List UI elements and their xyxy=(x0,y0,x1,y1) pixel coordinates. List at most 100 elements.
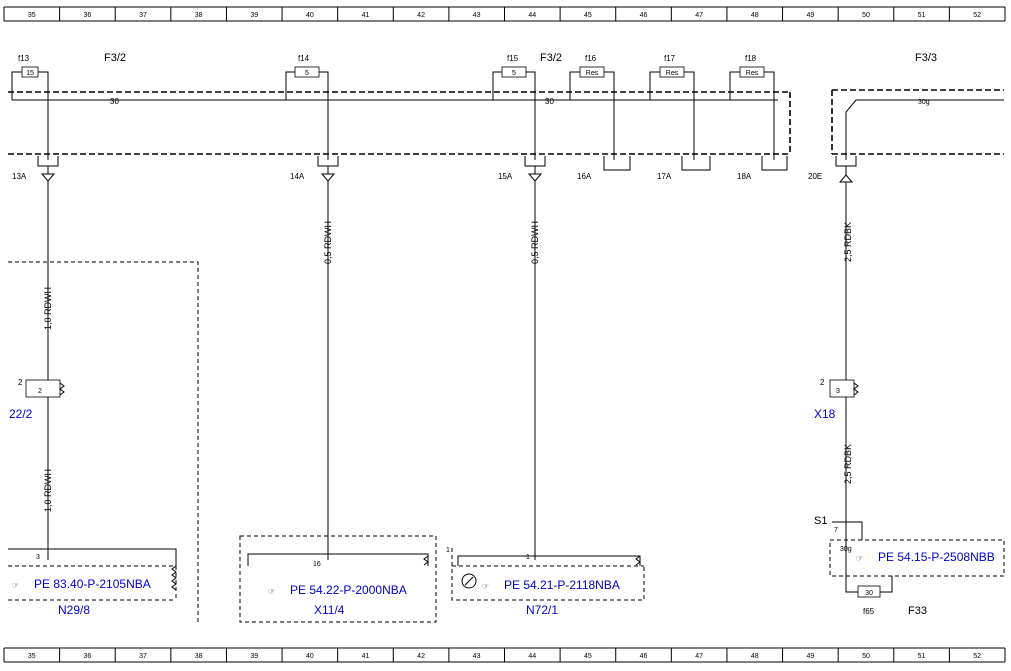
ruler-cell: 48 xyxy=(751,12,759,19)
terminal-17a: 17A xyxy=(657,156,711,181)
group-label-f3-2-left: F3/2 xyxy=(104,52,126,64)
wire-15a: 0,5 RDWH xyxy=(530,181,540,560)
ruler-cell: 44 xyxy=(528,12,536,19)
ruler-cell: 41 xyxy=(362,12,370,19)
wire-14a: 0,5 RDWH xyxy=(323,181,333,560)
ref-link-f33[interactable]: PE 54.15-P-2508NBB xyxy=(878,550,995,564)
ruler-cell: 36 xyxy=(84,653,92,660)
fuse-name: f15 xyxy=(507,54,519,63)
wire-label: 1,0 RDWH xyxy=(43,469,53,512)
pin-outer: 1 xyxy=(446,547,450,554)
ruler-cell: 42 xyxy=(417,653,425,660)
fuse-rating: Res xyxy=(746,70,759,77)
group-label-f3-2-right: F3/2 xyxy=(540,52,562,64)
f3-2-module: 30 30 xyxy=(8,91,791,155)
ref-link-n72-1[interactable]: PE 54.21-P-2118NBA xyxy=(504,578,620,592)
pin-inner: 2 xyxy=(38,388,42,395)
fuse-rating: 15 xyxy=(26,70,34,77)
pin-inner: 3 xyxy=(836,388,840,395)
fuse-rating: 5 xyxy=(512,70,516,77)
component-name: X11/4 xyxy=(314,603,345,617)
fuse-name: f18 xyxy=(745,54,757,63)
ruler-cell: 39 xyxy=(250,653,258,660)
s1-module: S1 7 30g ☞ PE 54.15-P-2508NBB xyxy=(814,515,1005,592)
wire-13a: 1,0 RDWH 1,0 RDWH xyxy=(43,181,53,553)
fuse-name: f14 xyxy=(298,54,310,63)
ruler-cell: 47 xyxy=(695,653,703,660)
pin: 1 xyxy=(526,554,530,561)
ruler-cell: 48 xyxy=(751,653,759,660)
terminal-13a: 13A xyxy=(12,156,59,182)
hand-icon: ☞ xyxy=(12,581,19,590)
wire-label: 1,0 RDWH xyxy=(43,287,53,330)
ruler-cell: 42 xyxy=(417,12,425,19)
ruler-cell: 52 xyxy=(973,12,981,19)
hand-icon: ☞ xyxy=(482,582,489,591)
ruler-cell: 38 xyxy=(195,653,203,660)
fuse-f15[interactable]: f15 5 xyxy=(492,54,536,160)
pin: 3 xyxy=(36,554,40,561)
ruler-cell: 40 xyxy=(306,653,314,660)
ruler-cell: 37 xyxy=(139,12,147,19)
ruler-cell: 46 xyxy=(640,653,648,660)
connector-x18[interactable]: 2 3 X18 xyxy=(814,378,859,421)
fuse-name: f65 xyxy=(863,607,875,616)
group-label-f3-3: F3/3 xyxy=(915,52,937,64)
connector-22-2[interactable]: 2 2 22/2 xyxy=(9,378,65,421)
ruler-cell: 49 xyxy=(806,12,814,19)
ruler-cell: 47 xyxy=(695,12,703,19)
ruler-cell: 50 xyxy=(862,653,870,660)
connector-ref[interactable]: 22/2 xyxy=(9,407,33,421)
terminal-label: 13A xyxy=(12,172,27,181)
ruler-cell: 51 xyxy=(918,653,926,660)
terminal-label: 15A xyxy=(498,172,513,181)
ruler-cell: 45 xyxy=(584,12,592,19)
fuse-f14[interactable]: f14 5 xyxy=(285,54,329,160)
fuse-f16[interactable]: f16 Res xyxy=(569,54,615,160)
pin-outer: 2 xyxy=(18,378,23,387)
sensor-icon xyxy=(461,573,477,589)
pin-outer: 2 xyxy=(820,378,825,387)
ruler-cell: 40 xyxy=(306,12,314,19)
ruler-cell: 36 xyxy=(84,12,92,19)
connector-ref[interactable]: X18 xyxy=(814,407,836,421)
terminal-16a: 16A xyxy=(577,156,631,181)
fuse-f17[interactable]: f17 Res xyxy=(649,54,695,160)
hand-icon: ☞ xyxy=(268,587,275,596)
ruler-cell: 35 xyxy=(28,653,36,660)
ref-link-n29-8[interactable]: PE 83.40-P-2105NBA xyxy=(34,577,151,591)
wire-label: 0,5 RDWH xyxy=(323,221,333,264)
component-name: N72/1 xyxy=(526,603,558,617)
wire-label: 2,5 RDBK xyxy=(843,222,853,262)
terminal-label: 17A xyxy=(657,172,672,181)
busbar-label-right: 30 xyxy=(545,97,554,106)
fuse-rating: 30 xyxy=(865,590,873,597)
fuse-rating: Res xyxy=(666,70,679,77)
ruler-cell: 52 xyxy=(973,653,981,660)
ruler-cell: 39 xyxy=(250,12,258,19)
wire-label: 0,5 RDWH xyxy=(530,221,540,264)
terminal-label: 16A xyxy=(577,172,592,181)
n72-1-module: 1 1 ☞ PE 54.21-P-2118NBA N72/1 xyxy=(446,547,645,617)
ruler-cell: 35 xyxy=(28,12,36,19)
ruler-cell: 44 xyxy=(528,653,536,660)
fuse-f18[interactable]: f18 Res xyxy=(729,54,775,160)
terminal-label-20e: 20E xyxy=(808,172,822,181)
ruler-cell: 46 xyxy=(640,12,648,19)
terminal-14a: 14A xyxy=(290,156,339,182)
fuse-f13[interactable]: f13 15 xyxy=(11,54,49,160)
fuse-f65[interactable]: 30 f65 xyxy=(845,576,893,616)
ruler-cell: 49 xyxy=(806,653,814,660)
f3-3-module: 30g 20E xyxy=(808,89,1004,183)
pin: 7 xyxy=(834,527,838,534)
fuse-name: f16 xyxy=(585,54,597,63)
x11-4-module: 16 ☞ PE 54.22-P-2000NBA X11/4 xyxy=(239,535,437,623)
hand-icon: ☞ xyxy=(856,554,863,563)
ref-link-x11-4[interactable]: PE 54.22-P-2000NBA xyxy=(290,583,407,597)
ruler-cell: 43 xyxy=(473,653,481,660)
ruler-cell: 50 xyxy=(862,12,870,19)
wire-20e: 2,5 RDBK 2,5 RDBK xyxy=(843,182,853,522)
